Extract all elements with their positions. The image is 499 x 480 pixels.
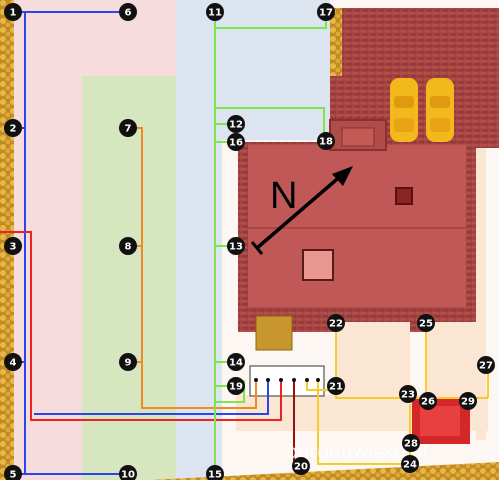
marker-5: 5 [4, 465, 22, 480]
car-1 [390, 78, 418, 142]
marker-9-label: 9 [125, 358, 132, 369]
marker-20-label: 20 [294, 462, 308, 473]
marker-23: 23 [399, 385, 417, 403]
marker-5-label: 5 [10, 470, 17, 480]
marker-4: 4 [4, 353, 22, 371]
marker-17: 17 [317, 3, 335, 21]
marker-7: 7 [119, 119, 137, 137]
marker-28: 28 [402, 434, 420, 452]
marker-10: 10 [119, 465, 137, 480]
marker-13: 13 [227, 237, 245, 255]
marker-2: 2 [4, 119, 22, 137]
marker-27-label: 27 [479, 361, 493, 372]
marker-20: 20 [292, 457, 310, 475]
marker-25: 25 [417, 314, 435, 332]
marker-19: 19 [227, 377, 245, 395]
marker-16: 16 [227, 133, 245, 151]
marker-26: 26 [419, 392, 437, 410]
pipe-22-29 [335, 322, 488, 399]
green-bed-zone [82, 76, 176, 480]
chimney [395, 187, 413, 205]
marker-27: 27 [477, 356, 495, 374]
marker-6: 6 [119, 3, 137, 21]
marker-8: 8 [119, 237, 137, 255]
marker-21-label: 21 [329, 382, 343, 393]
pipe-7-8-9 [128, 127, 257, 409]
marker-14: 14 [227, 353, 245, 371]
wooden-deck [255, 315, 293, 351]
marker-3: 3 [4, 237, 22, 255]
watermark: ogrodowisko.pl [286, 441, 428, 463]
marker-11-label: 11 [208, 8, 222, 19]
marker-29: 29 [459, 392, 477, 410]
marker-8-label: 8 [125, 242, 132, 253]
watermark-text: ogrodowisko.pl [286, 441, 428, 463]
marker-6-label: 6 [125, 8, 132, 19]
marker-22-label: 22 [329, 319, 343, 330]
marker-17-label: 17 [319, 8, 333, 19]
north-arrow: N [250, 166, 353, 255]
marker-28-label: 28 [404, 439, 418, 450]
marker-23-label: 23 [401, 390, 415, 401]
pipe-18 [215, 107, 325, 138]
marker-13-label: 13 [229, 242, 243, 253]
red-box-inner [420, 406, 460, 436]
marker-25-label: 25 [419, 319, 433, 330]
marker-12: 12 [227, 115, 245, 133]
pipe-21 [306, 380, 336, 391]
marker-4-label: 4 [10, 358, 17, 369]
marker-14-label: 14 [229, 358, 243, 369]
marker-7-label: 7 [125, 124, 132, 135]
terrace-right [426, 322, 478, 402]
skylight [302, 249, 334, 281]
side-path [476, 148, 486, 440]
marker-1: 1 [4, 3, 22, 21]
marker-3-label: 3 [10, 242, 17, 253]
terrace-left [336, 322, 410, 402]
pipe-3-controller [0, 231, 282, 421]
marker-24: 24 [401, 455, 419, 473]
marker-19-label: 19 [229, 382, 243, 393]
marker-29-label: 29 [461, 397, 475, 408]
porch-roof [341, 127, 375, 147]
car-2 [426, 78, 454, 142]
marker-21: 21 [327, 377, 345, 395]
marker-1-label: 1 [10, 8, 17, 19]
marker-12-label: 12 [229, 120, 243, 131]
marker-15-label: 15 [208, 470, 222, 480]
marker-24-label: 24 [403, 460, 417, 471]
marker-18-label: 18 [319, 137, 333, 148]
marker-22: 22 [327, 314, 345, 332]
pipe-blue-controller [34, 380, 269, 415]
marker-16-label: 16 [229, 138, 243, 149]
marker-26-label: 26 [421, 397, 435, 408]
pipe-24 [317, 380, 410, 465]
controller-ports [254, 378, 320, 382]
controller-box [249, 365, 325, 397]
marker-11: 11 [206, 3, 224, 21]
marker-9: 9 [119, 353, 137, 371]
marker-10-label: 10 [121, 470, 135, 480]
marker-2-label: 2 [10, 124, 17, 135]
gravel-strip [330, 8, 342, 76]
marker-15: 15 [206, 465, 224, 480]
north-label: N [270, 175, 297, 217]
marker-18: 18 [317, 132, 335, 150]
